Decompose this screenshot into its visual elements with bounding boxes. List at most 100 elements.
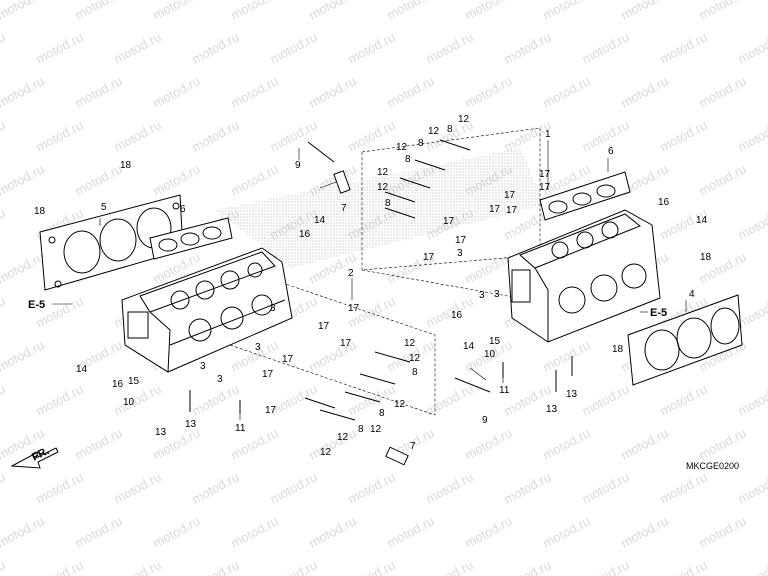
callout-16: 16 xyxy=(112,379,124,390)
watermark-text: motod.ru xyxy=(423,381,475,418)
watermark-text: motod.ru xyxy=(189,557,241,576)
watermark-text: motod.ru xyxy=(306,0,358,23)
callout-3: 3 xyxy=(200,361,206,372)
callout-17: 17 xyxy=(348,303,360,314)
watermark-text: motod.ru xyxy=(267,469,319,506)
watermark-text: motod.ru xyxy=(0,73,47,110)
watermark-text: motod.ru xyxy=(228,0,280,23)
watermark-text: motod.ru xyxy=(150,0,202,23)
watermark-text: motod.ru xyxy=(657,469,709,506)
callout-3: 3 xyxy=(217,374,223,385)
watermark-text: motod.ru xyxy=(735,29,768,66)
watermark-text: motod.ru xyxy=(72,0,124,23)
callout-14: 14 xyxy=(314,215,326,226)
watermark-text: motod.ru xyxy=(306,513,358,550)
callout-3: 3 xyxy=(494,289,500,300)
callout-12: 12 xyxy=(404,338,416,349)
callout-17: 17 xyxy=(506,205,518,216)
watermark-text: motod.ru xyxy=(462,0,514,23)
projection-band xyxy=(215,148,545,268)
watermark-text: motod.ru xyxy=(423,29,475,66)
watermark-text: motod.ru xyxy=(579,557,631,576)
callout-3: 3 xyxy=(255,342,261,353)
watermark-text: motod.ru xyxy=(735,117,768,154)
callout-15: 15 xyxy=(128,376,140,387)
watermark-text: motod.ru xyxy=(33,29,85,66)
callout-12: 12 xyxy=(458,114,470,125)
callout-13: 13 xyxy=(546,404,558,415)
watermark-text: motod.ru xyxy=(384,513,436,550)
callout-12: 12 xyxy=(337,432,349,443)
watermark-text: motod.ru xyxy=(579,381,631,418)
callout-3: 3 xyxy=(457,248,463,259)
callout-2: 2 xyxy=(348,268,354,279)
watermark-text: motod.ru xyxy=(72,73,124,110)
watermark-text: motod.ru xyxy=(0,205,8,242)
callout-6: 6 xyxy=(180,204,186,215)
watermark-text: motod.ru xyxy=(0,117,8,154)
watermark-text: motod.ru xyxy=(111,557,163,576)
watermark-text: motod.ru xyxy=(696,425,748,462)
watermark-text: motod.ru xyxy=(111,469,163,506)
callout-17: 17 xyxy=(443,216,455,227)
callout-17: 17 xyxy=(318,321,330,332)
watermark-text: motod.ru xyxy=(657,29,709,66)
callout-12: 12 xyxy=(320,447,332,458)
watermark-text: motod.ru xyxy=(0,293,8,330)
callout-14: 14 xyxy=(463,341,475,352)
callout-12: 12 xyxy=(428,126,440,137)
callout-4: 4 xyxy=(689,289,695,300)
watermark-text: motod.ru xyxy=(462,73,514,110)
callout-16: 16 xyxy=(299,229,311,240)
callout-1: 1 xyxy=(545,129,551,140)
watermark-text: motod.ru xyxy=(150,513,202,550)
watermark-text: motod.ru xyxy=(267,557,319,576)
callout-13: 13 xyxy=(155,427,167,438)
callout-18: 18 xyxy=(34,206,46,217)
watermark-text: motod.ru xyxy=(306,425,358,462)
watermark-text: motod.ru xyxy=(618,513,670,550)
watermark-text: motod.ru xyxy=(696,161,748,198)
callout-18: 18 xyxy=(120,160,132,171)
ref-label-left: E-5 xyxy=(28,299,45,311)
callout-17: 17 xyxy=(282,354,294,365)
callout-12: 12 xyxy=(409,353,421,364)
watermark-text: motod.ru xyxy=(228,73,280,110)
watermark-text: motod.ru xyxy=(0,513,47,550)
callout-8: 8 xyxy=(385,198,391,209)
callout-12: 12 xyxy=(394,399,406,410)
callout-10: 10 xyxy=(123,397,135,408)
callout-5: 5 xyxy=(101,202,107,213)
watermark-text: motod.ru xyxy=(618,0,670,23)
callout-14: 14 xyxy=(696,215,708,226)
callout-11: 11 xyxy=(499,385,510,396)
watermark-text: motod.ru xyxy=(0,381,8,418)
callout-17: 17 xyxy=(265,405,277,416)
watermark-text: motod.ru xyxy=(618,73,670,110)
watermark-text: motod.ru xyxy=(501,469,553,506)
watermark-text: motod.ru xyxy=(0,469,8,506)
watermark-text: motod.ru xyxy=(735,205,768,242)
right-cylinder-head xyxy=(507,209,661,343)
callout-10: 10 xyxy=(484,349,496,360)
watermark-text: motod.ru xyxy=(423,469,475,506)
watermark-text: motod.ru xyxy=(579,117,631,154)
watermark-text: motod.ru xyxy=(735,469,768,506)
watermark-text: motod.ru xyxy=(0,249,47,286)
watermark-text: motod.ru xyxy=(462,425,514,462)
watermark-text: motod.ru xyxy=(150,73,202,110)
callout-17: 17 xyxy=(504,190,516,201)
callout-3: 3 xyxy=(270,303,276,314)
callout-13: 13 xyxy=(566,389,578,400)
watermark-text: motod.ru xyxy=(345,469,397,506)
callout-9: 9 xyxy=(295,160,301,171)
callout-12: 12 xyxy=(396,142,408,153)
watermark-text: motod.ru xyxy=(345,29,397,66)
watermark-text: motod.ru xyxy=(189,117,241,154)
callout-13: 13 xyxy=(185,419,197,430)
diagram-code: MKCGE0200 xyxy=(686,461,739,471)
watermark-text: motod.ru xyxy=(657,117,709,154)
watermark-text: motod.ru xyxy=(696,73,748,110)
callout-17: 17 xyxy=(423,252,435,263)
